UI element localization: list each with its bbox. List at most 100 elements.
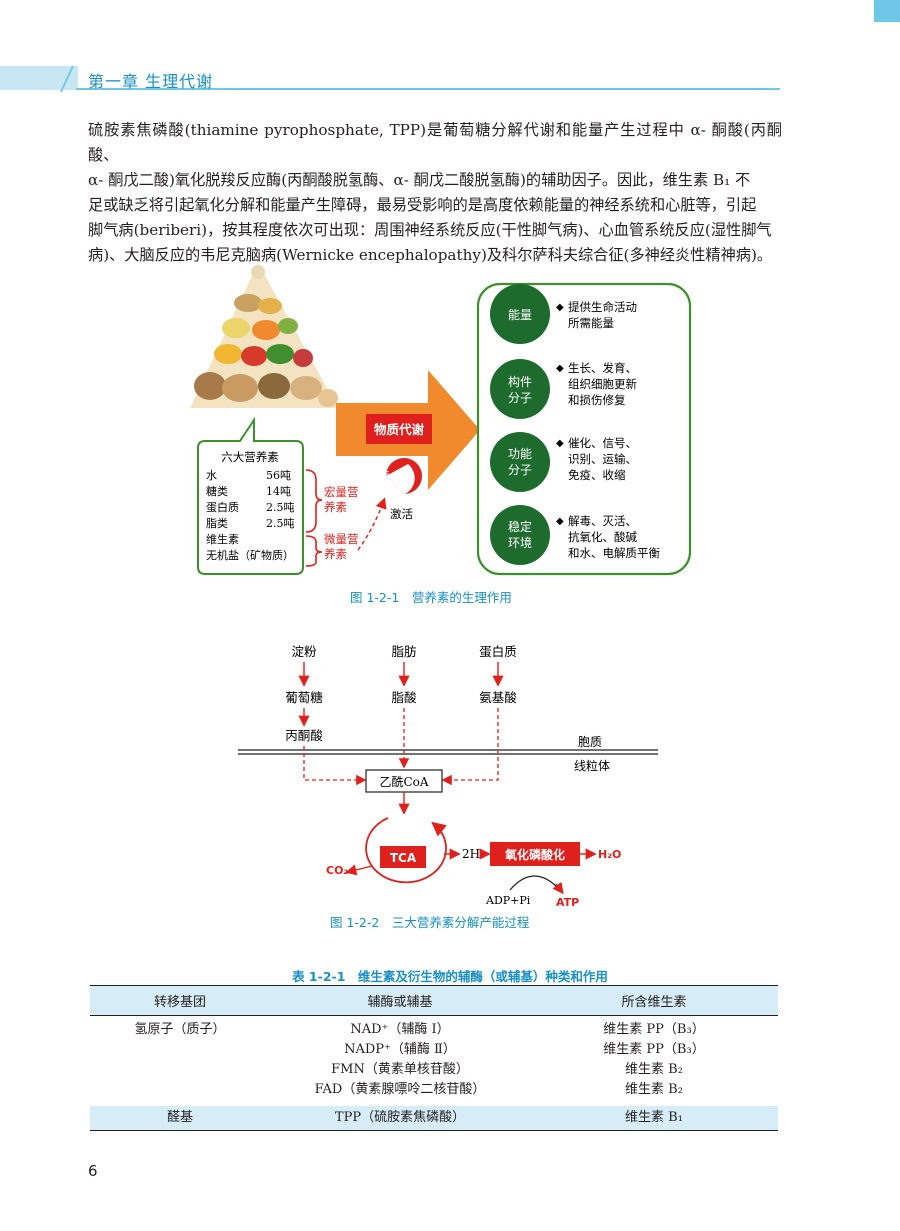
- function-desc: 提供生命活动: [568, 300, 637, 314]
- nutrients-title: 六大营养素: [221, 450, 279, 464]
- table-cell: NAD⁺（辅酶 Ⅰ）: [350, 1022, 450, 1037]
- function-circle-text: 能量: [508, 308, 532, 322]
- source-fat: 脂肪: [391, 644, 416, 659]
- figure2-caption: 图 1-2-2 三大营养素分解产能过程: [330, 915, 530, 930]
- function-functional: 功能 分子 ◆ 催化、信号、 识别、运输、 免疫、收缩: [490, 432, 637, 492]
- tca-cycle: [365, 817, 447, 884]
- paragraph-line: 硫胺素焦磷酸(thiamine pyrophosphate, TPP)是葡萄糖分…: [88, 121, 782, 164]
- table-header-row: 转移基团 辅酶或辅基 所含维生素: [90, 985, 778, 1016]
- h2o-label: H₂O: [598, 848, 621, 861]
- macro-label: 养素: [324, 500, 347, 514]
- nutrient-name: 无机盐（矿物质）: [206, 548, 294, 562]
- function-desc: 免疫、收缩: [568, 468, 626, 482]
- atp-label: ATP: [556, 896, 579, 909]
- food-pyramid-image: [190, 263, 338, 408]
- two-h-label: 2H: [462, 847, 480, 861]
- nutrient-name: 维生素: [206, 532, 239, 546]
- cytoplasm-label: 胞质: [578, 735, 602, 749]
- function-circle-text: 构件: [508, 374, 532, 389]
- functions-panel: [476, 282, 692, 576]
- mitochondria-label: 线粒体: [574, 758, 610, 773]
- table-header: 辅酶或辅基: [270, 985, 530, 1016]
- table-cell: [90, 1060, 270, 1080]
- table-caption: 表 1-2-1 维生素及衍生物的辅酶（或辅基）种类和作用: [292, 969, 608, 984]
- table-row: FAD（黄素腺嘌呤二核苷酸） 维生素 B₂: [90, 1080, 778, 1106]
- table-cell: NADP⁺（辅酶 Ⅱ）: [344, 1042, 456, 1057]
- micro-label: 微量营: [324, 532, 359, 546]
- tca-label: TCA: [390, 851, 417, 865]
- corner-tab: [874, 0, 900, 22]
- function-energy: 能量 ◆ 提供生命活动 所需能量: [490, 284, 637, 344]
- table-cell: 氢原子（质子）: [134, 1022, 226, 1037]
- table-cell: 醛基: [90, 1106, 270, 1131]
- table-row: NADP⁺（辅酶 Ⅱ） 维生素 PP（B₃）: [90, 1040, 778, 1060]
- function-desc: 组织细胞更新: [568, 377, 637, 391]
- pyruvate-label: 丙酮酸: [285, 728, 323, 743]
- function-desc: 抗氧化、酸碱: [568, 530, 637, 544]
- table-cell: FMN（黄素单核苷酸）: [331, 1062, 469, 1077]
- enzyme-label: 酶: [379, 469, 390, 482]
- intermediate-fatty-acid: 脂酸: [391, 690, 417, 705]
- function-circle-text: 功能: [508, 447, 532, 461]
- table-cell: 维生素 PP（B₃）: [603, 1042, 705, 1057]
- function-desc: 生长、发育、: [568, 361, 637, 375]
- function-building: 构件 分子 ◆ 生长、发育、 组织细胞更新 和损伤修复: [490, 359, 637, 419]
- figure1-caption: 图 1-2-1 营养素的生理作用: [350, 590, 512, 605]
- metabolism-label: 物质代谢: [374, 422, 425, 437]
- function-circle-text: 稳定: [508, 519, 532, 534]
- bullet: ◆: [556, 302, 564, 313]
- function-circle-text: 分子: [508, 391, 532, 405]
- function-desc: 识别、运输、: [568, 452, 637, 466]
- nutrient-amount: 14吨: [266, 485, 291, 498]
- micro-label: 养素: [324, 547, 347, 561]
- activate-arrow: [357, 497, 387, 551]
- table-cell: 维生素 B₂: [625, 1082, 683, 1097]
- co2-label: CO₂: [326, 864, 348, 877]
- table-row: 氢原子（质子） NAD⁺（辅酶 Ⅰ） 维生素 PP（B₃）: [90, 1016, 778, 1041]
- intermediate-glucose: 葡萄糖: [285, 690, 323, 705]
- vitamin-table: 转移基团 辅酶或辅基 所含维生素 氢原子（质子） NAD⁺（辅酶 Ⅰ） 维生素 …: [90, 985, 778, 1131]
- nutrient-function-figure: 六大营养素 水 56吨 糖类 14吨 蛋白质 2.5吨 脂类 2.5吨 维生素 …: [190, 263, 692, 576]
- table-cell: FAD（黄素腺嘌呤二核苷酸）: [314, 1082, 486, 1097]
- function-circle-text: 环境: [508, 535, 532, 550]
- bullet: ◆: [556, 438, 564, 449]
- paragraph-line: 足或缺乏将引起氧化分解和能量产生障碍，最易受影响的是高度依赖能量的神经系统和心脏…: [88, 196, 757, 214]
- activate-label: 激活: [390, 507, 413, 521]
- function-desc: 和水、电解质平衡: [568, 546, 660, 560]
- function-desc: 所需能量: [568, 316, 614, 330]
- source-protein: 蛋白质: [479, 644, 517, 659]
- nutrients-bubble: 六大营养素 水 56吨 糖类 14吨 蛋白质 2.5吨 脂类 2.5吨 维生素 …: [197, 416, 304, 575]
- paragraph-line: α- 酮戊二酸)氧化脱羧反应酶(丙酮酸脱氢酶、α- 酮戊二酸脱氢酶)的辅助因子。…: [88, 171, 751, 189]
- paragraph-line: 脚气病(beriberi)，按其程度依次可出现：周围神经系统反应(干性脚气病)、…: [88, 221, 772, 239]
- micro-brace: [305, 535, 323, 567]
- enzyme-pie: 酶: [379, 458, 422, 494]
- macro-label: 宏量营: [324, 485, 359, 499]
- oxphos-label: 氧化磷酸化: [504, 847, 565, 862]
- bullet: ◆: [556, 516, 564, 527]
- body-paragraph: 硫胺素焦磷酸(thiamine pyrophosphate, TPP)是葡萄糖分…: [88, 118, 782, 268]
- bullet: ◆: [556, 363, 564, 374]
- table-row: 醛基 TPP（硫胺素焦磷酸） 维生素 B₁: [90, 1106, 778, 1131]
- table-cell: [90, 1080, 270, 1106]
- energy-pathway-figure: 淀粉 脂肪 蛋白质 葡萄糖 脂酸 氨基酸 丙酮酸 胞质 线粒体 乙酰CoA TC…: [238, 644, 658, 909]
- paragraph-line: 病)、大脑反应的韦尼克脑病(Wernicke encephalopathy)及科…: [88, 246, 773, 264]
- nutrient-amount: 56吨: [266, 469, 291, 482]
- metabolism-arrow: 物质代谢: [336, 370, 480, 490]
- chapter-header: 第一章 生理代谢: [0, 66, 900, 92]
- function-desc: 催化、信号、: [568, 436, 637, 450]
- function-desc: 解毒、灭活、: [568, 514, 637, 528]
- page-number: 6: [88, 1162, 98, 1180]
- table-cell: 维生素 B₂: [625, 1062, 683, 1077]
- nutrient-name: 水: [206, 469, 217, 482]
- acetyl-coa-label: 乙酰CoA: [379, 775, 428, 789]
- table-cell: TPP（硫胺素焦磷酸）: [270, 1106, 530, 1131]
- function-desc: 和损伤修复: [568, 393, 626, 407]
- nutrient-name: 蛋白质: [206, 500, 239, 514]
- function-stable: 稳定 环境 ◆ 解毒、灭活、 抗氧化、酸碱 和水、电解质平衡: [490, 505, 660, 565]
- nutrient-amount: 2.5吨: [266, 501, 295, 514]
- table-row: FMN（黄素单核苷酸） 维生素 B₂: [90, 1060, 778, 1080]
- nutrient-name: 糖类: [206, 484, 228, 498]
- nutrient-name: 脂类: [206, 516, 228, 530]
- table-cell: 维生素 B₁: [530, 1106, 778, 1131]
- function-circle-text: 分子: [508, 463, 532, 477]
